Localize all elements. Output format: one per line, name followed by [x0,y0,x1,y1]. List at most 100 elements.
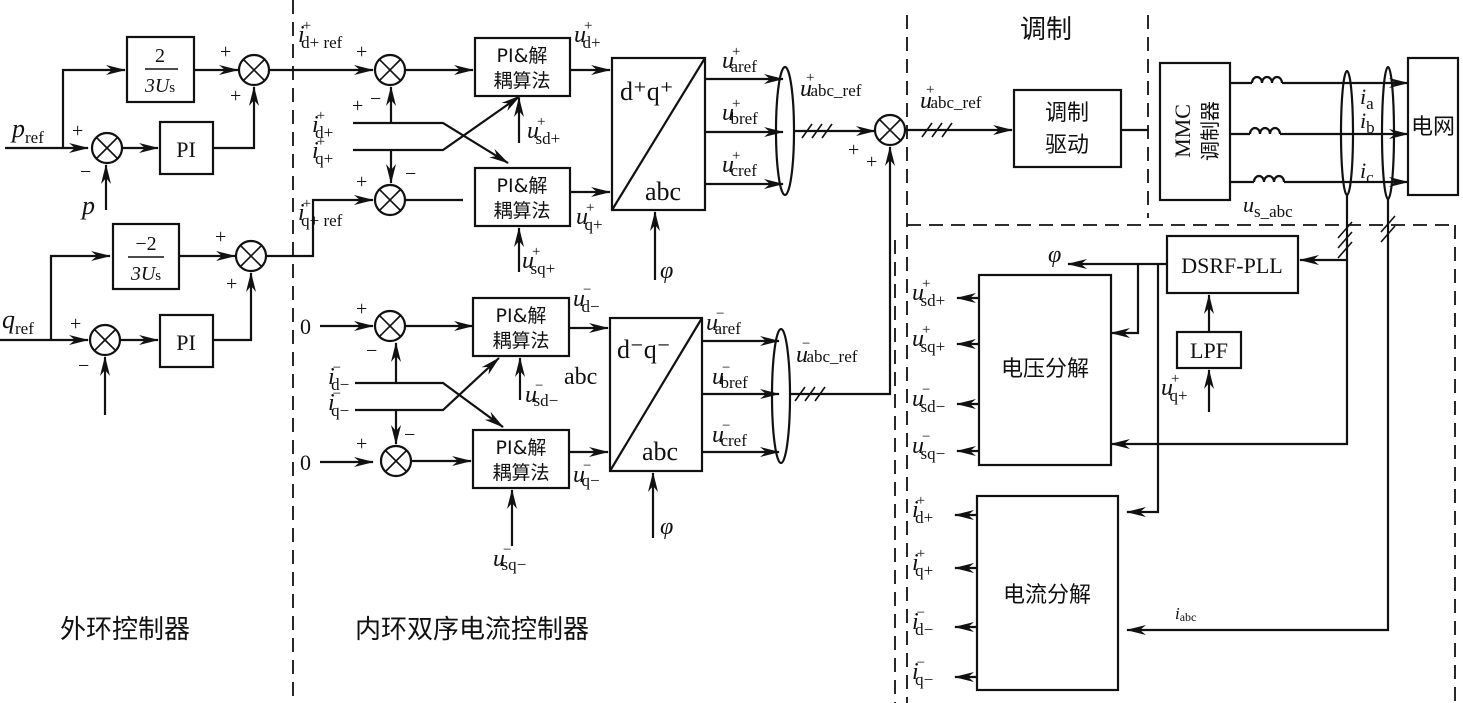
mmc-modulator-block [1158,61,1232,202]
inductor-phase-c [1230,174,1409,187]
summing-junction-iq-pos [373,183,407,217]
current-decomposition-block [975,494,1120,692]
svg-text:0: 0 [300,450,311,475]
svg-text:abc: abc [645,177,681,206]
svg-text:+: + [356,298,367,320]
svg-text:PI: PI [176,330,196,355]
inner-loop-positive: i+d+ ref + + − PI&解 耦算法 i+d+ i+q+ + − i+… [266,18,611,278]
outer-loop-q: qref −2 3Us + + + − PI [0,222,268,415]
transform-dq-to-abc-positive: d⁺q⁺ abc φ u+aref u+bref u+cref u+abc_re… [610,44,907,284]
svg-text:2: 2 [155,45,165,67]
voltage-decomposition-outputs: u+sd+u+sq+u−sd−u−sq− [912,276,979,463]
grid-block [1406,56,1460,197]
ud-neg-label: u−d− [573,282,600,316]
voltage-output-label: u−sq− [912,429,945,463]
us-abc-label: us_abc [1243,192,1293,221]
svg-text:调制器: 调制器 [1198,101,1222,161]
svg-text:−: − [405,163,416,185]
svg-text:3Us: 3Us [130,263,161,285]
svg-text:耦算法: 耦算法 [493,70,550,92]
svg-text:+: + [356,171,367,193]
current-output-0: i+d+ [912,493,977,527]
svg-text:d⁻q⁻: d⁻q⁻ [617,335,670,364]
measurement-section: iabc DSRF-PLL φ LPF u+q+ 电压分解 电流分解 u+sd+… [912,195,1396,692]
usq-neg-label: u−sq− [493,542,526,574]
svg-text:PI&解: PI&解 [497,175,548,197]
voltage-output-1: u+sq+ [912,322,979,356]
svg-text:+: + [215,226,226,248]
ub-neg-label: u−bref [712,360,748,392]
lpf-block [1175,330,1243,370]
svg-text:+: + [226,273,237,295]
id-pos-ref-label: i+d+ ref [298,18,343,52]
phi-label-neg: φ [660,514,673,540]
current-output-3: i−q− [912,655,977,689]
pi-decoupling-block-d-pos [473,36,572,98]
svg-text:−: − [78,355,89,377]
transform-dq-to-abc-negative: d⁻q⁻ abc φ u−aref u−bref u−cref u−abc_re… [608,146,895,540]
current-output-label: i+d+ [912,493,933,527]
svg-text:耦算法: 耦算法 [492,330,549,352]
svg-text:PI&解: PI&解 [497,45,548,67]
svg-text:+: + [866,151,877,173]
usd-pos-label: u+sd+ [527,114,560,148]
ic-label: ic [1360,158,1374,187]
svg-text:−: − [366,340,377,362]
svg-text:电网: 电网 [1411,115,1455,140]
summing-junction-p-error [90,131,124,165]
svg-text:耦算法: 耦算法 [492,462,549,484]
q-ref-label: qref [2,305,34,338]
uc-neg-label: u−cref [712,418,747,450]
voltage-output-label: u+sq+ [912,322,945,356]
summing-junction-p-outer [237,53,271,87]
svg-text:PI&解: PI&解 [496,437,547,459]
uabc-pos-ref-label: u+abc_ref [800,70,862,102]
pi-block-q [158,313,215,369]
iq-pos-ref-label: i+q+ ref [298,196,343,230]
svg-text:调制: 调制 [1045,101,1089,126]
current-output-label: i−d− [912,605,933,639]
current-output-2: i−d− [912,605,977,639]
pi-decoupling-block-q-pos [473,166,572,228]
modulation-driver-block [1012,88,1123,169]
current-decomposition-outputs: i+d+ i+q+ i−d− i−q− [912,493,977,689]
svg-text:DSRF-PLL: DSRF-PLL [1181,253,1282,278]
section-title-modulation: 调制 [1020,15,1072,45]
current-output-label: i+q+ [912,546,933,580]
voltage-output-3: u−sq− [912,429,979,463]
ud-pos-label: u+d+ [574,18,601,52]
pi-block-p [158,120,215,176]
p-measured-label: p [80,191,95,220]
ua-neg-label: u−aref [706,306,741,338]
inductor-phase-b [1230,126,1409,139]
svg-text:+: + [356,433,367,455]
phi-output-label: φ [1048,242,1061,268]
usq-pos-label: u+sq+ [522,244,555,278]
section-title-inner: 内环双序电流控制器 [355,615,589,645]
svg-text:耦算法: 耦算法 [493,200,550,222]
uc-pos-label: u+cref [722,148,757,180]
dsrf-pll-block [1165,234,1300,295]
svg-text:0: 0 [300,314,311,339]
svg-text:+: + [356,41,367,63]
svg-text:PI&解: PI&解 [496,305,547,327]
inner-loop-negative: 0 + − PI&解 耦算法 i−d− i−q− 0 + − PI&解 耦算法 … [300,282,609,574]
voltage-output-0: u+sd+ [912,276,979,310]
ub-pos-label: u+bref [722,96,758,128]
uabc-neg-ref-label: u−abc_ref [796,336,858,368]
usd-neg-label: u−sd− [525,378,558,410]
current-output-label: i−q− [912,655,933,689]
summing-junction-iq-neg [379,444,413,478]
svg-text:LPF: LPF [1190,338,1228,363]
stray-abc-label: abc [564,364,597,390]
id-neg-label: i−d− [328,360,349,394]
svg-text:+: + [352,95,363,117]
summing-junction-q-outer [234,239,268,273]
modulation-input-label: u+abc_ref [920,82,982,114]
summing-junction-id-neg [373,309,407,343]
svg-text:电流分解: 电流分解 [1003,583,1091,608]
i-abc-label: iabc [1175,604,1196,624]
modulation-section: u+abc_ref 调制 驱动 MMC 调制器 ia ib ic 电网 us_ [905,56,1460,221]
uq-neg-label: u−q− [573,458,600,490]
